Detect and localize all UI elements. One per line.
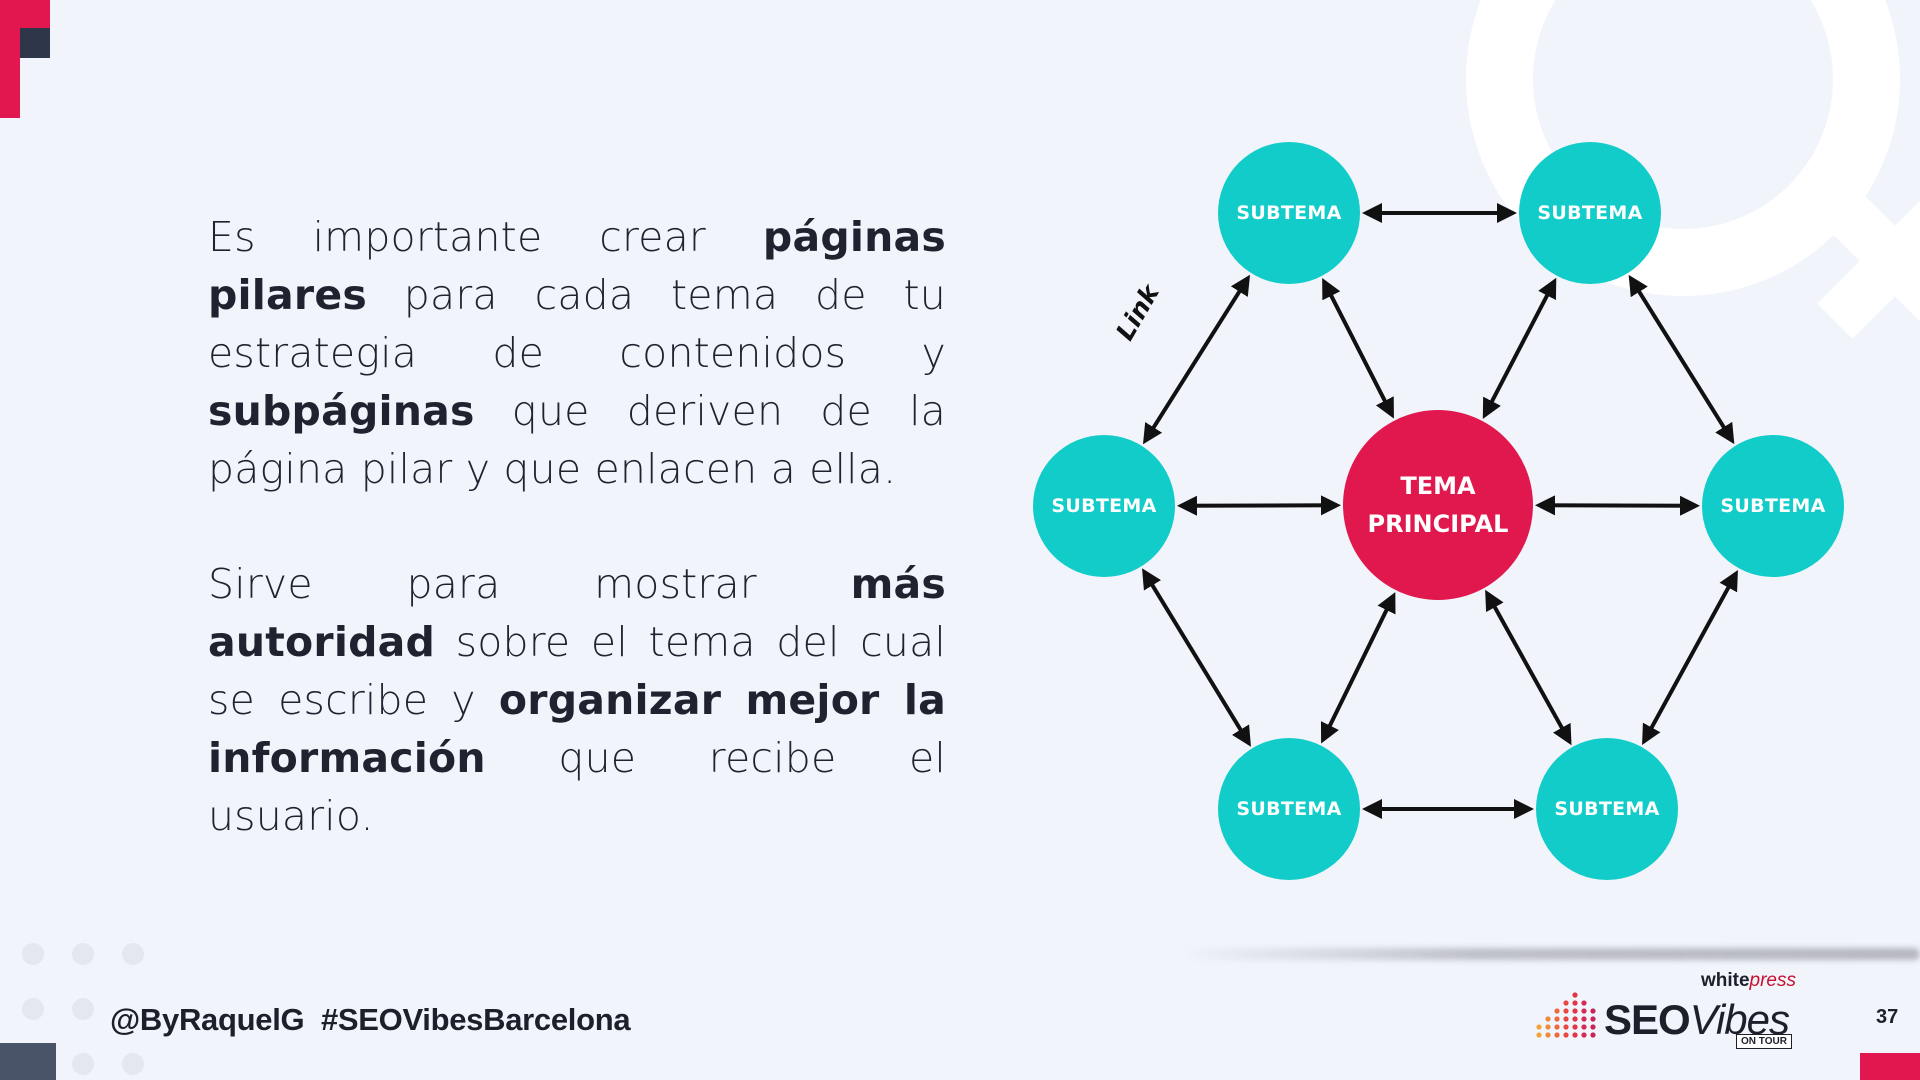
equalizer-dot bbox=[1563, 1024, 1569, 1030]
subtopic-node-left: SUBTEMA bbox=[1033, 435, 1175, 577]
equalizer-dot bbox=[1590, 1016, 1596, 1022]
arrow-upper-right bbox=[1628, 274, 1735, 445]
subtopic-node-bottom-left: SUBTEMA bbox=[1218, 738, 1360, 880]
on-tour-badge: ON TOUR bbox=[1736, 1034, 1792, 1049]
topic-cluster-diagram: SUBTEMA SUBTEMA SUBTEMA SUBTEMA SUBTEMA … bbox=[1010, 120, 1890, 910]
decorative-dot bbox=[72, 943, 94, 965]
arrow-center-upper-left bbox=[1322, 278, 1394, 419]
subtopic-node-top-left: SUBTEMA bbox=[1218, 142, 1360, 284]
equalizer-dot bbox=[1554, 1024, 1560, 1030]
accent-bar-red-top bbox=[0, 0, 50, 28]
equalizer-icon bbox=[1536, 992, 1596, 1038]
equalizer-dot bbox=[1590, 1008, 1596, 1014]
arrow-center-lower-right bbox=[1485, 589, 1572, 746]
equalizer-dot bbox=[1581, 1008, 1587, 1014]
equalizer-dot bbox=[1581, 1000, 1587, 1006]
arrow-center-upper-right bbox=[1482, 277, 1557, 419]
seovibes-logo: whitepress SEOVibes ON TOUR bbox=[1534, 966, 1804, 1056]
equalizer-dot bbox=[1590, 1024, 1596, 1030]
footer-handle: @ByRaquelG #SEOVibesBarcelona bbox=[110, 1002, 631, 1037]
whitepress-logo: whitepress bbox=[1700, 970, 1796, 991]
equalizer-dot bbox=[1581, 1024, 1587, 1030]
equalizer-dot bbox=[1572, 1008, 1578, 1014]
footer-divider-shadow bbox=[1180, 948, 1920, 960]
decorative-dot bbox=[72, 998, 94, 1020]
equalizer-dot bbox=[1563, 1008, 1569, 1014]
equalizer-dot bbox=[1536, 1032, 1542, 1038]
equalizer-dot bbox=[1590, 1032, 1596, 1038]
decorative-dot bbox=[122, 1053, 144, 1075]
equalizer-dot bbox=[1563, 1016, 1569, 1022]
slide-text: Es importante crear páginas pilares para… bbox=[208, 208, 946, 845]
equalizer-dot bbox=[1581, 1032, 1587, 1038]
subtopic-node-top-right: SUBTEMA bbox=[1519, 142, 1661, 284]
decorative-dot bbox=[22, 998, 44, 1020]
equalizer-dot bbox=[1545, 1032, 1551, 1038]
diagram-arrows bbox=[1142, 203, 1738, 819]
arrow-link-left bbox=[1142, 274, 1251, 445]
subtopic-node-bottom-right: SUBTEMA bbox=[1536, 738, 1678, 880]
equalizer-dot bbox=[1563, 1032, 1569, 1038]
equalizer-dot bbox=[1572, 1016, 1578, 1022]
seovibes-wordmark: SEOVibes bbox=[1604, 996, 1790, 1043]
arrow-lower-left bbox=[1142, 568, 1251, 747]
footer-accent-red bbox=[1860, 1053, 1920, 1080]
equalizer-dot bbox=[1572, 1024, 1578, 1030]
equalizer-dot bbox=[1554, 1032, 1560, 1038]
accent-square-dark bbox=[20, 28, 50, 58]
equalizer-dot bbox=[1572, 992, 1578, 998]
decorative-dot bbox=[122, 943, 144, 965]
equalizer-dot bbox=[1545, 1024, 1551, 1030]
equalizer-dot bbox=[1572, 1032, 1578, 1038]
decorative-dot bbox=[22, 943, 44, 965]
equalizer-dot bbox=[1554, 1016, 1560, 1022]
page-number: 37 bbox=[1876, 1006, 1899, 1028]
equalizer-dot bbox=[1536, 1024, 1542, 1030]
arrow-lower-right bbox=[1642, 570, 1738, 745]
arrow-center-lower-left bbox=[1320, 592, 1396, 744]
equalizer-dot bbox=[1563, 1000, 1569, 1006]
equalizer-dot bbox=[1572, 1000, 1578, 1006]
accent-bar-red bbox=[0, 0, 20, 118]
paragraph-pillar-pages: Es importante crear páginas pilares para… bbox=[208, 213, 946, 493]
equalizer-dot bbox=[1581, 1016, 1587, 1022]
subtopic-node-right: SUBTEMA bbox=[1702, 435, 1844, 577]
equalizer-dot bbox=[1545, 1016, 1551, 1022]
paragraph-authority: Sirve para mostrar más autoridad sobre e… bbox=[208, 560, 946, 840]
equalizer-dot bbox=[1554, 1008, 1560, 1014]
footer-accent-dark bbox=[0, 1043, 56, 1080]
decorative-dot bbox=[72, 1053, 94, 1075]
